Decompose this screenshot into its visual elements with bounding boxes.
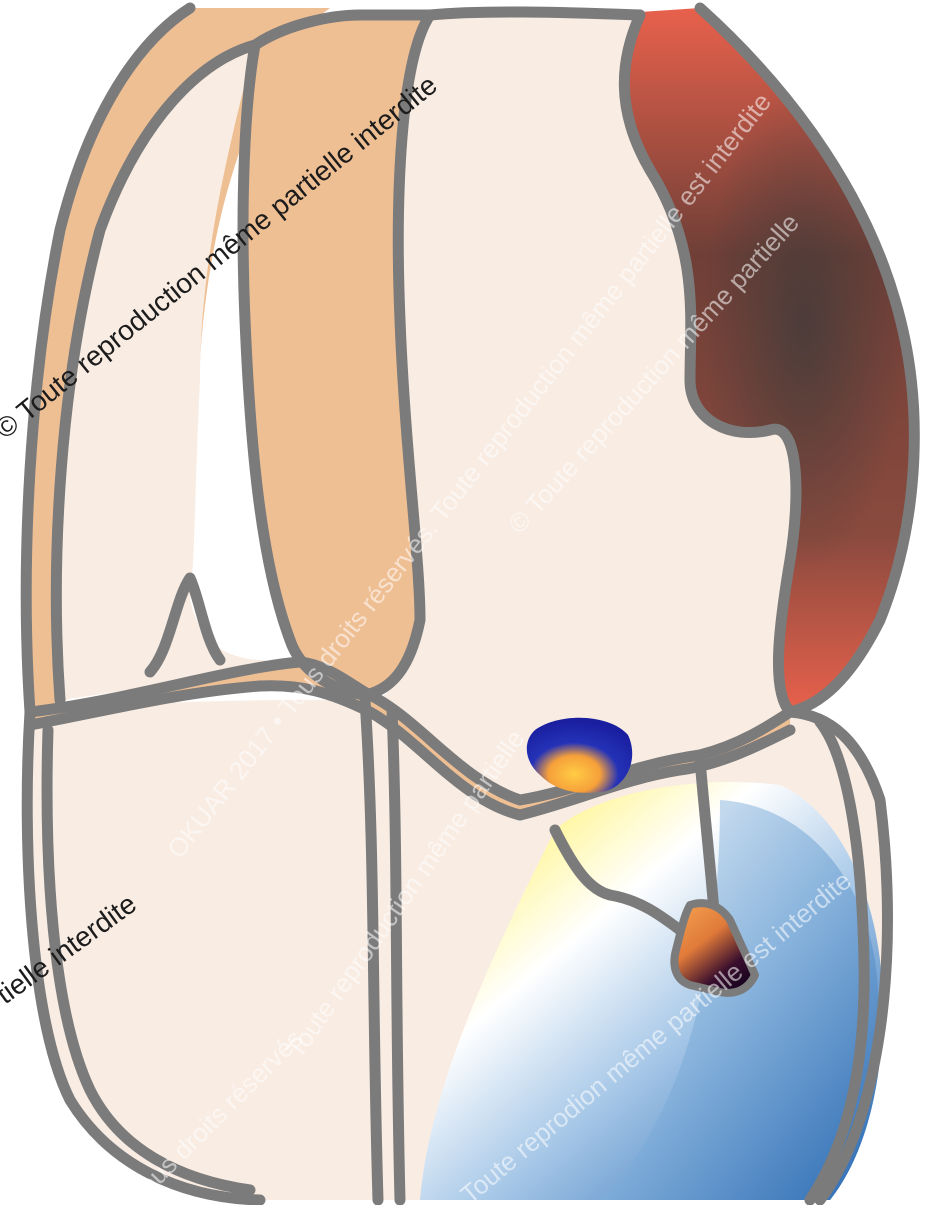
- ventricular-septum-inner-outline: [392, 710, 400, 1200]
